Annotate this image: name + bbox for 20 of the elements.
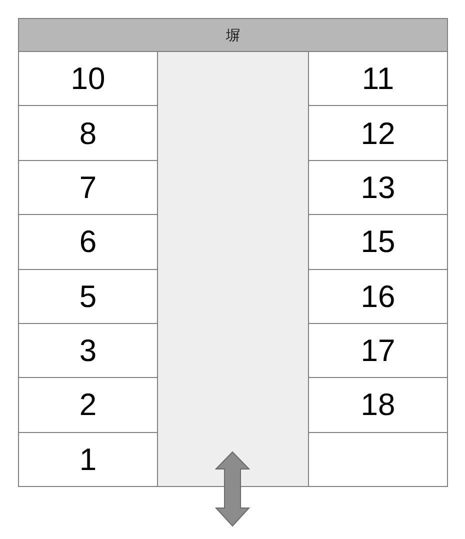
space-number: 3 <box>79 335 97 366</box>
wall-label: 塀 <box>226 28 240 42</box>
space-number: 7 <box>79 172 97 203</box>
space-number: 5 <box>79 280 97 312</box>
space-number: 2 <box>79 389 97 420</box>
space-number: 17 <box>360 335 396 366</box>
parking-space <box>308 432 448 487</box>
aisle <box>157 51 309 487</box>
space-number: 18 <box>360 389 396 420</box>
space-number: 13 <box>360 172 396 203</box>
space-number: 16 <box>360 280 396 312</box>
space-number: 12 <box>360 118 396 149</box>
space-number: 10 <box>70 63 106 94</box>
space-number: 11 <box>362 63 394 94</box>
parking-space <box>18 432 158 487</box>
space-number: 1 <box>79 444 97 475</box>
space-number: 6 <box>79 226 97 258</box>
space-number: 15 <box>360 226 396 258</box>
wall-band <box>18 18 448 52</box>
space-number: 8 <box>79 118 97 149</box>
